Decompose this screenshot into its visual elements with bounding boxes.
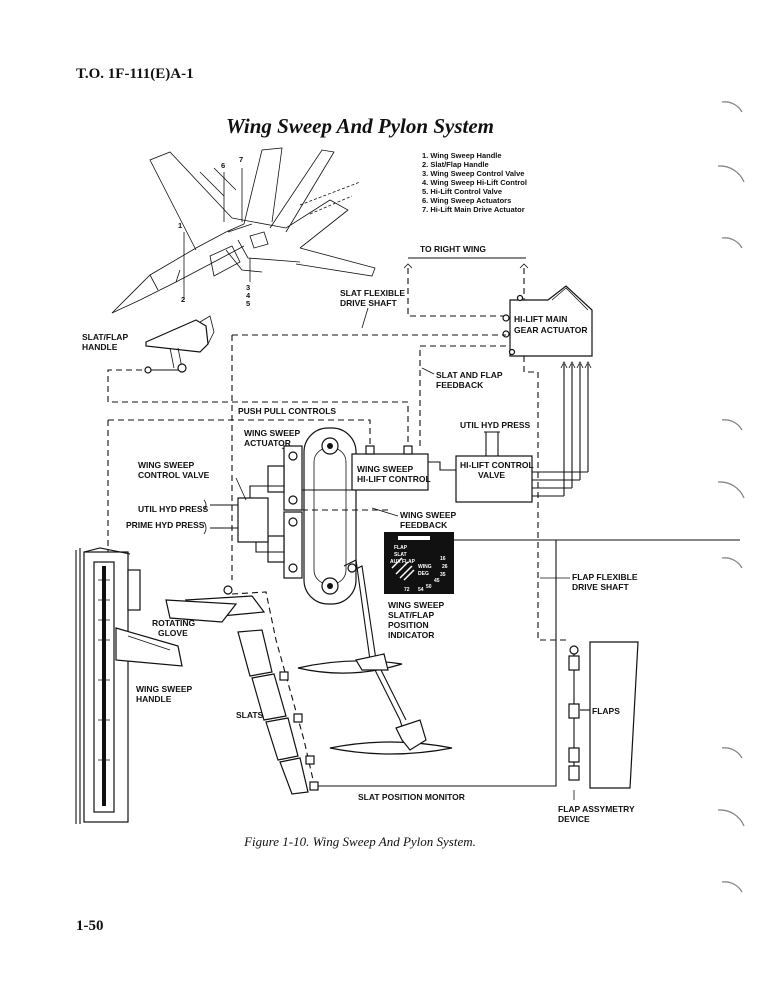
hilift-control-valve bbox=[455, 455, 533, 503]
aircraft-planform bbox=[111, 147, 376, 314]
indicator-label: WING SWEEP bbox=[388, 600, 445, 610]
hilift-control-valve-label: HI-LIFT CONTROL bbox=[460, 460, 534, 470]
slat-panel bbox=[251, 673, 287, 721]
wing-pivot-bar bbox=[303, 427, 357, 605]
legend-item: 6. Wing Sweep Actuators bbox=[422, 196, 511, 205]
indicator-scale-mark: 35 bbox=[440, 572, 446, 578]
wing-sweep-feedback-label: FEEDBACK bbox=[400, 520, 448, 530]
slat-panel bbox=[237, 629, 273, 677]
wing-sweep-hilift-control bbox=[351, 453, 429, 491]
legend-item: 5. Hi-Lift Control Valve bbox=[422, 187, 502, 196]
slat-flap-handle bbox=[145, 319, 209, 353]
figure-caption: Figure 1-10. Wing Sweep And Pylon System… bbox=[244, 834, 476, 849]
callout-leaders bbox=[183, 168, 251, 300]
indicator-deg-label: DEG bbox=[418, 571, 429, 577]
rotating-glove-label: ROTATING bbox=[152, 618, 196, 628]
to-right-wing-label: TO RIGHT WING bbox=[420, 244, 486, 254]
indicator-wing-label: WING bbox=[418, 564, 432, 570]
wing-sweep-feedback-label: WING SWEEP bbox=[400, 510, 457, 520]
indicator-flap-label: FLAP bbox=[394, 545, 408, 551]
hilift-control-label: HI-LIFT CONTROL bbox=[357, 474, 431, 484]
indicator-slat-label: SLAT bbox=[394, 552, 407, 558]
page-title: Wing Sweep And Pylon System bbox=[226, 114, 494, 138]
slat-flap-handle-label: HANDLE bbox=[82, 342, 118, 352]
indicator-scale-mark: 26 bbox=[442, 564, 448, 570]
indicator-label: SLAT/FLAP bbox=[388, 610, 434, 620]
binder-holes bbox=[717, 101, 745, 893]
indicator-label: POSITION bbox=[388, 620, 429, 630]
callout-2: 2 bbox=[181, 295, 185, 304]
flap-flexible-drive-shaft-label: DRIVE SHAFT bbox=[572, 582, 629, 592]
cockpit-console bbox=[75, 547, 183, 824]
wing-sweep-actuator-label: ACTUATOR bbox=[244, 438, 291, 448]
slat-panel bbox=[279, 757, 309, 795]
hilift-main-gear-actuator-label: HI-LIFT MAIN bbox=[514, 314, 567, 324]
wing-sweep-control-valve-label: CONTROL VALVE bbox=[138, 470, 210, 480]
callout-1: 1 bbox=[178, 221, 182, 230]
wing-sweep-actuator-label: WING SWEEP bbox=[244, 428, 301, 438]
indicator-scale-mark: 16 bbox=[440, 556, 446, 562]
slat-flap-handle-label: SLAT/FLAP bbox=[82, 332, 128, 342]
wing-sweep-slat-flap-position-indicator bbox=[384, 532, 454, 594]
indicator-scale-mark: 72 bbox=[404, 587, 410, 593]
document-id: T.O. 1F-111(E)A-1 bbox=[76, 66, 194, 82]
slat-flap-feedback-label: SLAT AND FLAP bbox=[436, 370, 503, 380]
indicator-scale-mark: 54 bbox=[418, 587, 424, 593]
prime-hyd-press-label: PRIME HYD PRESS bbox=[126, 520, 205, 530]
callout-4: 4 bbox=[246, 291, 251, 300]
flap-asymmetry-device-label: DEVICE bbox=[558, 814, 590, 824]
legend-item: 7. Hi-Lift Main Drive Actuator bbox=[422, 205, 525, 214]
util-hyd-press-left-label: UTIL HYD PRESS bbox=[138, 504, 209, 514]
callout-3: 3 bbox=[246, 283, 250, 292]
wing-sweep-control-valve bbox=[237, 497, 269, 543]
component-legend: 1. Wing Sweep Handle 2. Slat/Flap Handle… bbox=[422, 151, 527, 214]
wing-sweep-control-valve-label: WING SWEEP bbox=[138, 460, 195, 470]
legend-item: 3. Wing Sweep Control Valve bbox=[422, 169, 524, 178]
legend-item: 2. Slat/Flap Handle bbox=[422, 160, 489, 169]
flap-asymmetry-device-label: FLAP ASSYMETRY bbox=[558, 804, 635, 814]
flaps-label: FLAPS bbox=[592, 706, 620, 716]
indicator-scale-mark: 45 bbox=[434, 578, 440, 584]
indicator-aux-flap-label: AUX FLAP bbox=[390, 559, 416, 565]
page-number: 1-50 bbox=[76, 918, 104, 934]
util-hyd-press-top-label: UTIL HYD PRESS bbox=[460, 420, 531, 430]
slat-flexible-drive-shaft-label: DRIVE SHAFT bbox=[340, 298, 397, 308]
wing-sweep-handle-label: WING SWEEP bbox=[136, 684, 193, 694]
wing-sweep-handle-label: HANDLE bbox=[136, 694, 172, 704]
slat-panel bbox=[265, 717, 299, 761]
callout-7: 7 bbox=[239, 155, 243, 164]
legend-item: 1. Wing Sweep Handle bbox=[422, 151, 502, 160]
flap-flexible-drive-shaft-label: FLAP FLEXIBLE bbox=[572, 572, 638, 582]
indicator-label: INDICATOR bbox=[388, 630, 434, 640]
hilift-main-gear-actuator-label: GEAR ACTUATOR bbox=[514, 325, 588, 335]
legend-item: 4. Wing Sweep Hi-Lift Control bbox=[422, 178, 527, 187]
airfoil-lower bbox=[329, 741, 453, 755]
callout-5: 5 bbox=[246, 299, 250, 308]
slat-flexible-drive-shaft-label: SLAT FLEXIBLE bbox=[340, 288, 405, 298]
push-pull-controls-label: PUSH PULL CONTROLS bbox=[238, 406, 336, 416]
hilift-control-label: WING SWEEP bbox=[357, 464, 414, 474]
indicator-scale-mark: 50 bbox=[426, 584, 432, 590]
hilift-control-valve-label: VALVE bbox=[478, 470, 505, 480]
slat-position-monitor-label: SLAT POSITION MONITOR bbox=[358, 792, 465, 802]
slats-label: SLATS bbox=[236, 710, 264, 720]
slat-flap-feedback-label: FEEDBACK bbox=[436, 380, 484, 390]
flap-panel bbox=[589, 641, 639, 789]
hilift-main-gear-actuator bbox=[509, 285, 593, 357]
rotating-glove-label: GLOVE bbox=[158, 628, 188, 638]
callout-6: 6 bbox=[221, 161, 225, 170]
